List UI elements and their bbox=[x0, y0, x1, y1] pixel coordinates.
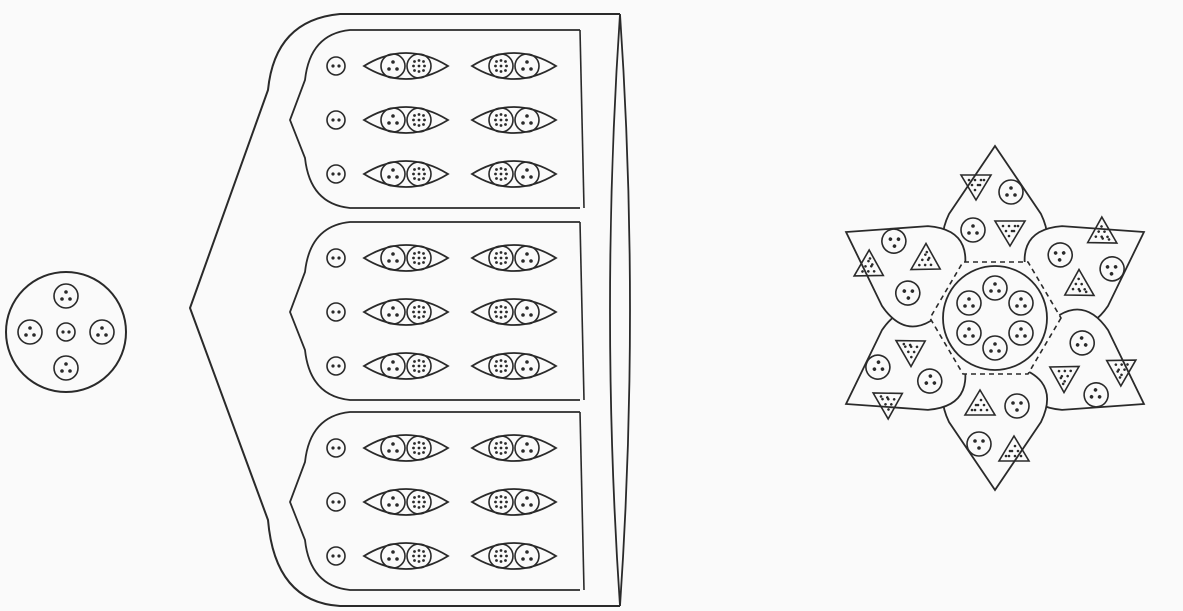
small-dot-circle bbox=[327, 357, 345, 375]
star-figure bbox=[820, 146, 1170, 490]
lens-group bbox=[472, 353, 556, 379]
circle-figure-dot-cluster bbox=[54, 356, 78, 380]
small-dot-circle bbox=[327, 303, 345, 321]
small-dot-circle bbox=[327, 165, 345, 183]
circle-figure-dot-cluster bbox=[57, 323, 75, 341]
lens-group bbox=[472, 299, 556, 325]
lens-group bbox=[364, 53, 448, 79]
shield-panel bbox=[290, 222, 584, 400]
lens-group bbox=[472, 543, 556, 569]
lens-group bbox=[472, 245, 556, 271]
circle-figure-dot-cluster bbox=[90, 320, 114, 344]
lens-group bbox=[364, 489, 448, 515]
lens-group bbox=[364, 299, 448, 325]
lens-group bbox=[472, 161, 556, 187]
small-dot-circle bbox=[327, 547, 345, 565]
small-dot-circle bbox=[327, 57, 345, 75]
small-dot-circle bbox=[327, 249, 345, 267]
lens-group bbox=[364, 161, 448, 187]
small-dot-circle bbox=[327, 493, 345, 511]
shield-figure bbox=[190, 14, 630, 606]
circle-figure bbox=[6, 272, 126, 392]
small-dot-circle bbox=[327, 439, 345, 457]
shield-panel bbox=[290, 30, 584, 208]
lens-group bbox=[472, 53, 556, 79]
lens-group bbox=[364, 107, 448, 133]
circle-figure-dot-cluster bbox=[18, 320, 42, 344]
lens-group bbox=[364, 353, 448, 379]
small-dot-circle bbox=[327, 111, 345, 129]
lens-group bbox=[472, 107, 556, 133]
lens-group bbox=[364, 543, 448, 569]
shield-panel bbox=[290, 412, 584, 590]
lens-group bbox=[472, 435, 556, 461]
circle-figure-dot-cluster bbox=[54, 284, 78, 308]
lens-group bbox=[472, 489, 556, 515]
lens-group bbox=[364, 245, 448, 271]
lens-group bbox=[364, 435, 448, 461]
